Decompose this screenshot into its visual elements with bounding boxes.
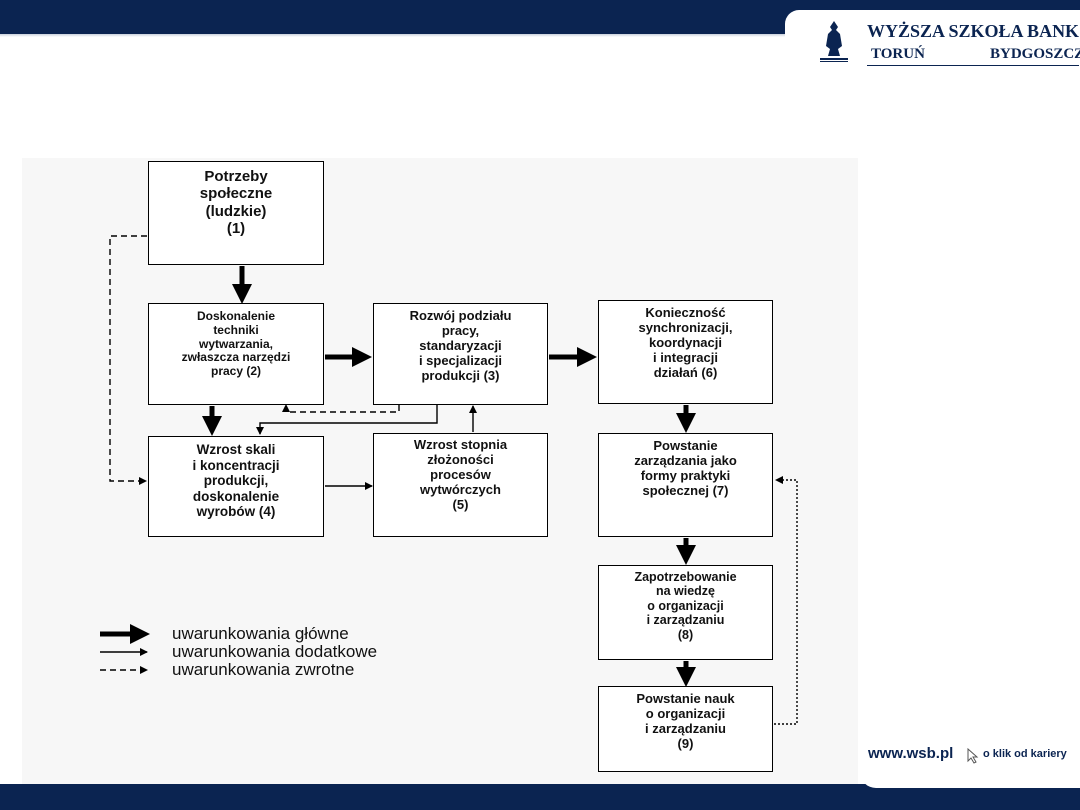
box-4: Wzrost skali i koncentracji produkcji, d…	[148, 436, 324, 537]
box-8: Zapotrzebowanie na wiedzę o organizacji …	[598, 565, 773, 660]
eagle-emblem-icon	[820, 21, 848, 62]
box-6: Konieczność synchronizacji, koordynacji …	[598, 300, 773, 404]
arrow-1-4-feedback	[109, 235, 147, 485]
logo-divider	[867, 65, 1079, 66]
footer-url-link[interactable]: www.wsb.pl	[868, 745, 954, 762]
box-3: Rozwój podziału pracy, standaryzacji i s…	[373, 303, 548, 405]
arrow-9-7-feedback	[774, 476, 798, 725]
box-5: Wzrost stopnia złożoności procesów wytwó…	[373, 433, 548, 537]
city-bydgoszcz: BYDGOSZCZ	[990, 46, 1080, 62]
box-7: Powstanie zarządzania jako formy praktyk…	[598, 433, 773, 537]
thick-arrows	[202, 266, 696, 687]
thin-arrows	[256, 405, 477, 490]
city-torun: TORUŃ	[871, 46, 925, 62]
dotted-arrows	[774, 476, 798, 725]
arrow-3-4	[256, 405, 438, 435]
dashed-arrows	[109, 235, 400, 485]
cursor-icon	[967, 748, 979, 764]
legend-dashed-label: uwarunkowania zwrotne	[172, 660, 355, 679]
legend-thick-label: uwarunkowania główne	[172, 624, 349, 643]
legend-thin-label: uwarunkowania dodatkowe	[172, 642, 378, 661]
box-1: Potrzeby społeczne (ludzkie) (1)	[148, 161, 324, 265]
bottom-band	[0, 784, 1080, 810]
footer-tagline: o klik od kariery	[983, 748, 1067, 760]
school-name: WYŻSZA SZKOŁA BANKOWA	[867, 21, 1080, 41]
top-band-shadow	[0, 34, 790, 37]
arrow-3-2-feedback	[282, 404, 400, 413]
bottom-white-tab	[860, 770, 1080, 788]
box-9: Powstanie nauk o organizacji i zarządzan…	[598, 686, 773, 772]
